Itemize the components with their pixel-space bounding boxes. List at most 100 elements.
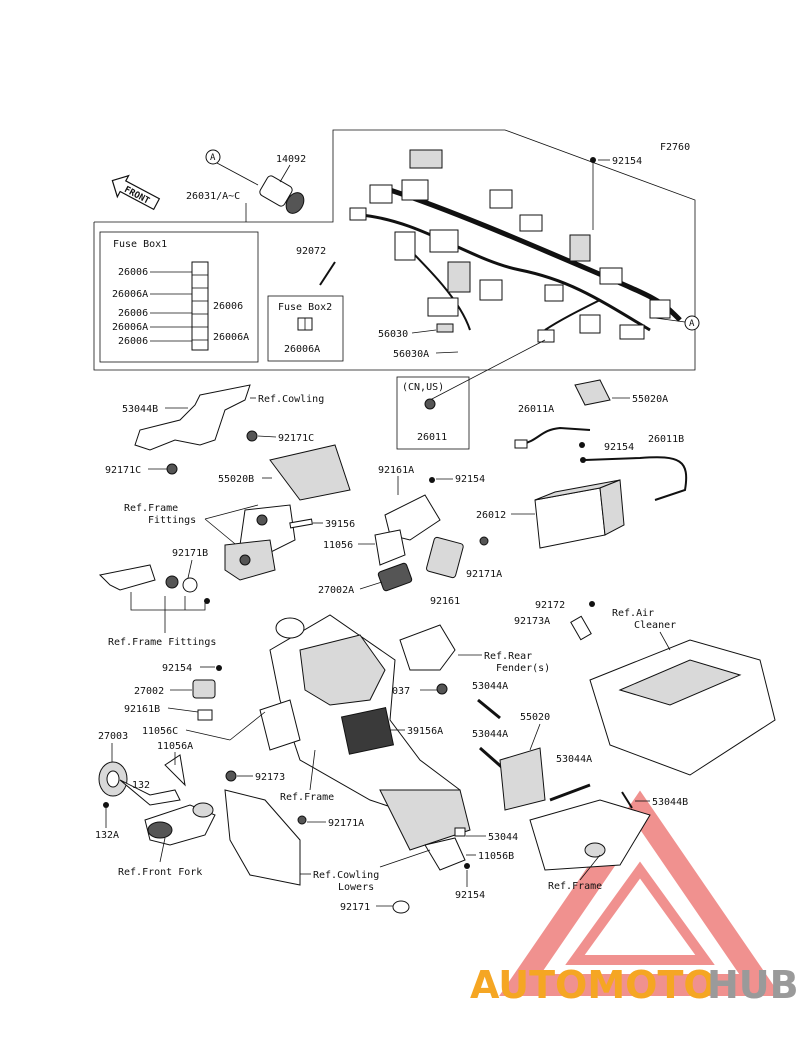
label-53044a: 53044A — [472, 681, 508, 692]
label-26031: 26031/A~C — [186, 191, 240, 202]
relay-bracket — [224, 504, 296, 581]
label-132a: 132A — [95, 830, 119, 841]
label-fittings: Fittings — [148, 515, 196, 526]
air-cleaner — [570, 601, 776, 776]
label-14092: 14092 — [276, 154, 306, 165]
label-92154: 92154 — [162, 663, 192, 674]
label-92161b: 92161B — [124, 704, 160, 715]
fuse-label: 26006 — [118, 308, 148, 319]
label-ref-cowling: Ref.Cowling — [313, 870, 379, 881]
label-92154: 92154 — [604, 442, 634, 453]
label-11056: 11056 — [323, 540, 353, 551]
label-92171c: 92171C — [278, 433, 314, 444]
watermark-logo: AUTOMOTO HUB — [470, 963, 799, 1007]
label-92173: 92173 — [255, 772, 285, 783]
rear-fender-bracket — [399, 624, 456, 695]
label-56030: 56030 — [378, 329, 408, 340]
label-27002: 27002 — [134, 686, 164, 697]
pad-39156a — [340, 707, 395, 755]
label-92154: 92154 — [455, 474, 485, 485]
label-92154: 92154 — [455, 890, 485, 901]
label-53044a: 53044A — [472, 729, 508, 740]
cn-us-part: 26011 — [417, 432, 447, 443]
horn-27003 — [98, 754, 186, 808]
fuse-box1: Fuse Box1 26006 26006A 26006 26006A 2600… — [99, 231, 259, 363]
label-92072: 92072 — [296, 246, 326, 257]
label-55020a: 55020A — [632, 394, 668, 405]
label-55020: 55020 — [520, 712, 550, 723]
watermark-triangle — [499, 790, 781, 996]
fuse-label: 26006A — [112, 322, 148, 333]
fuse-label: 26006A — [213, 332, 249, 343]
relay-cluster — [374, 477, 489, 592]
cable-26011a — [519, 426, 591, 446]
label-ref-frame: Ref.Frame — [124, 503, 178, 514]
watermark-text-1: AUTOMOTO — [470, 963, 716, 1007]
harness-frame — [93, 129, 696, 371]
label-53044a: 53044A — [556, 754, 592, 765]
label-92154: 92154 — [612, 156, 642, 167]
label-92161a: 92161A — [378, 465, 414, 476]
label-11056a: 11056A — [157, 741, 193, 752]
label-92171a: 92171A — [328, 818, 364, 829]
cable-26011b — [584, 456, 688, 501]
watermark-text-2: HUB — [707, 963, 799, 1007]
cn-us-title: (CN,US) — [402, 382, 444, 393]
fuse-box1-title: Fuse Box1 — [113, 239, 167, 250]
front-fork-bracket — [144, 802, 216, 846]
label-27003: 27003 — [98, 731, 128, 742]
figure-code: F2760 — [660, 142, 690, 153]
fuse-label: 26006 — [118, 267, 148, 278]
fuse-box2-title: Fuse Box2 — [278, 302, 332, 313]
label-11056c: 11056C — [142, 726, 178, 737]
label-92171a: 92171A — [466, 569, 502, 580]
label-ref-cowling: Ref.Cowling — [258, 394, 324, 405]
label-56030a: 56030A — [393, 349, 429, 360]
cap-14092 — [259, 164, 305, 214]
horn-relay-27002 — [192, 679, 216, 699]
ref-marker-a-right: A — [654, 315, 700, 331]
ref-marker-a-top: A — [205, 149, 259, 186]
wiring-harness — [349, 149, 682, 343]
fuse-box2-part: 26006A — [284, 344, 320, 355]
label-ref-frame-fittings: Ref.Frame Fittings — [108, 637, 216, 648]
bracket-lower-center — [392, 827, 470, 914]
label-92171b: 92171B — [172, 548, 208, 559]
label-132: 132 — [132, 780, 150, 791]
label-ref-air: Ref.Air — [612, 608, 654, 619]
label-27002a: 27002A — [318, 585, 354, 596]
label-cleaner: Cleaner — [634, 620, 676, 631]
label-26011b: 26011B — [648, 434, 684, 445]
fuse-box2: Fuse Box2 26006A — [267, 295, 344, 362]
label-11056b: 11056B — [478, 851, 514, 862]
bracket-53044b — [134, 384, 258, 475]
label-ref-rear: Ref.Rear — [484, 651, 532, 662]
fuse-label: 26006 — [213, 301, 243, 312]
cn-us-box: (CN,US) 26011 — [396, 376, 470, 450]
label-53044b: 53044B — [652, 797, 688, 808]
label-92037: 92037 — [380, 686, 410, 697]
label-ref-front-fork: Ref.Front Fork — [118, 867, 202, 878]
ref-marker-label: A — [689, 319, 695, 329]
label-ref-frame: Ref.Frame — [548, 881, 602, 892]
fuse-label: 26006 — [118, 336, 148, 347]
fuse-label: 26006A — [112, 289, 148, 300]
label-26012: 26012 — [476, 510, 506, 521]
label-92161: 92161 — [430, 596, 460, 607]
label-fenders: Fender(s) — [496, 663, 550, 674]
label-92171c: 92171C — [105, 465, 141, 476]
label-55020b: 55020B — [218, 474, 254, 485]
label-53044b: 53044B — [122, 404, 158, 415]
label-ref-frame: Ref.Frame — [280, 792, 334, 803]
cover-55020a — [574, 379, 611, 406]
ref-marker-label: A — [210, 153, 216, 163]
battery-26012 — [534, 479, 625, 549]
label-92171: 92171 — [340, 902, 370, 913]
plate-55020 — [499, 747, 546, 811]
lower-cowling — [224, 770, 307, 886]
label-lowers: Lowers — [338, 882, 374, 893]
rear-tray — [529, 799, 651, 871]
label-92172: 92172 — [535, 600, 565, 611]
